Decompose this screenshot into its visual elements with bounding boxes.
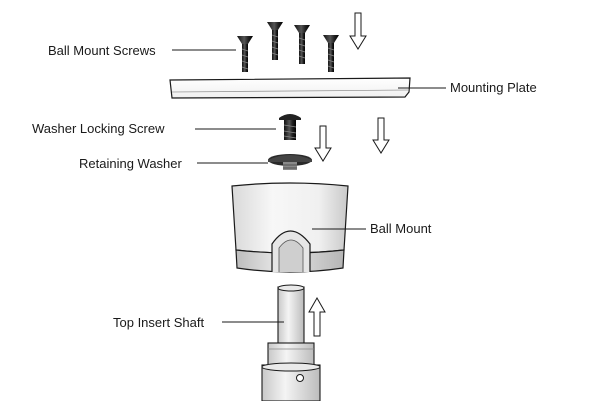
washer-locking-screw xyxy=(279,114,301,140)
top-insert-shaft xyxy=(261,284,321,401)
label-mounting-plate: Mounting Plate xyxy=(450,80,537,95)
direction-arrows xyxy=(308,12,390,337)
label-top-insert-shaft: Top Insert Shaft xyxy=(113,315,204,330)
arrow-screws xyxy=(349,12,367,50)
labels: Ball Mount Screws Mounting Plate Washer … xyxy=(32,43,537,330)
arrow-mount xyxy=(372,117,390,154)
arrow-shaft xyxy=(308,296,326,337)
screw-2 xyxy=(267,22,283,60)
leader-lines xyxy=(172,49,446,323)
retaining-washer xyxy=(268,154,312,170)
label-washer-locking-screw: Washer Locking Screw xyxy=(32,121,165,136)
mounting-plate xyxy=(169,77,411,99)
screw-3 xyxy=(294,25,310,64)
ball-mount xyxy=(231,182,349,273)
screw-4 xyxy=(323,35,339,72)
ball-mount-screws xyxy=(237,22,339,72)
arrow-washer xyxy=(314,125,332,162)
screw-1 xyxy=(237,36,253,72)
label-ball-mount-screws: Ball Mount Screws xyxy=(48,43,156,58)
label-ball-mount: Ball Mount xyxy=(370,221,432,236)
label-retaining-washer: Retaining Washer xyxy=(79,156,183,171)
